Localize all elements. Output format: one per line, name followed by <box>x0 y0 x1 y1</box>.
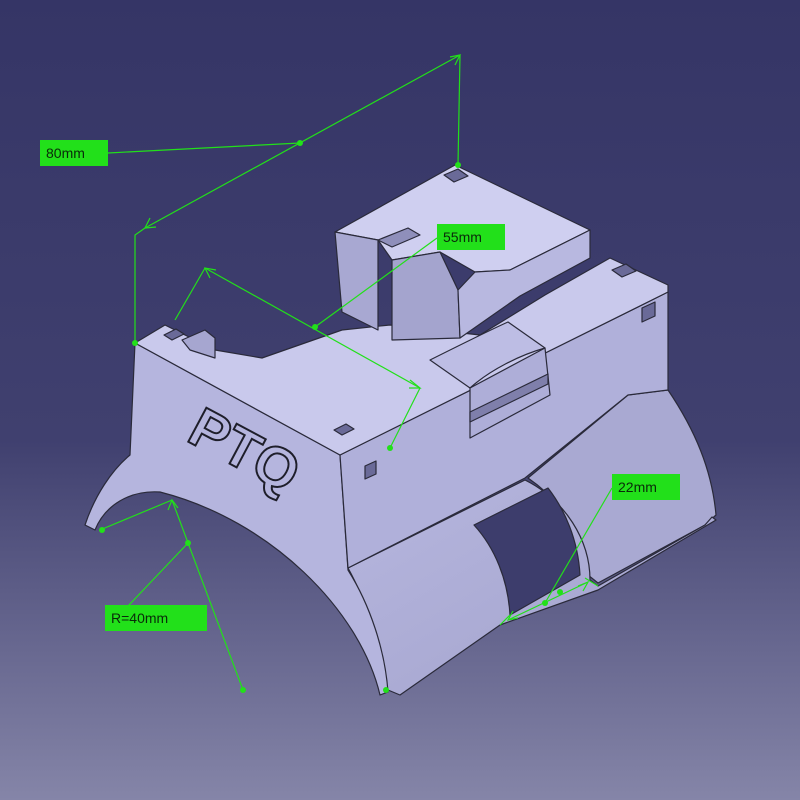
dim-r40-point-a <box>99 527 105 533</box>
annotation-points <box>99 140 563 693</box>
dimension-label-22mm[interactable]: 22mm <box>612 474 680 500</box>
dim-22-line <box>507 581 589 621</box>
part-model[interactable] <box>84 164 717 696</box>
dim-55-extension-left <box>174 267 206 321</box>
dim-80-leader <box>107 142 301 154</box>
skirt-window <box>473 487 581 616</box>
arrow-22-right <box>577 580 590 592</box>
dim-55-point-b <box>387 445 393 451</box>
hole-top-3 <box>163 328 185 341</box>
dimension-label-80mm[interactable]: 80mm <box>40 140 108 166</box>
arrow-80-left <box>143 217 157 229</box>
dimension-label-55mm[interactable]: 55mm <box>437 224 505 250</box>
dim-22-point-a <box>557 589 563 595</box>
dim-55-extension-right <box>389 387 421 449</box>
skirt-corner-point <box>383 687 389 693</box>
dim-r40-arc-guide <box>99 499 173 531</box>
dim-r40-point-b <box>185 540 191 546</box>
dim-22-leader <box>544 487 613 604</box>
arrow-55-right <box>409 379 422 389</box>
dim-22-extension-right <box>584 577 599 587</box>
dim-r40-point-c <box>240 687 246 693</box>
hole-top-1 <box>443 168 469 183</box>
hole-top-2 <box>611 263 637 278</box>
arrow-55-left <box>203 267 217 279</box>
hole-top-4 <box>333 423 355 436</box>
dim-r40-line <box>171 499 244 691</box>
dim-22-extension-left <box>499 614 511 626</box>
left-boss <box>181 329 216 359</box>
tower-block-right <box>457 229 591 339</box>
saddle-slot <box>469 373 549 423</box>
annotation-arrows <box>143 54 590 621</box>
arrow-80-right <box>449 54 462 66</box>
dim-55-midpoint <box>312 324 318 330</box>
dim-22-midpoint <box>542 600 548 606</box>
arrow-22-left <box>506 610 519 621</box>
tower-notch <box>377 227 421 248</box>
dim-80-extension-left <box>134 227 146 343</box>
dim-80-point-a <box>132 340 138 346</box>
dim-80-point-b <box>455 162 461 168</box>
hole-front-2 <box>641 301 656 323</box>
tower-front-left <box>334 231 379 331</box>
dim-55-leader <box>314 237 438 328</box>
dim-80-extension-right <box>457 54 461 166</box>
dim-80-midpoint <box>297 140 303 146</box>
arrow-r40 <box>167 498 179 511</box>
hole-front-1 <box>364 460 377 480</box>
left-side-wall <box>84 342 389 696</box>
dimension-label-r40mm[interactable]: R=40mm <box>105 605 207 631</box>
